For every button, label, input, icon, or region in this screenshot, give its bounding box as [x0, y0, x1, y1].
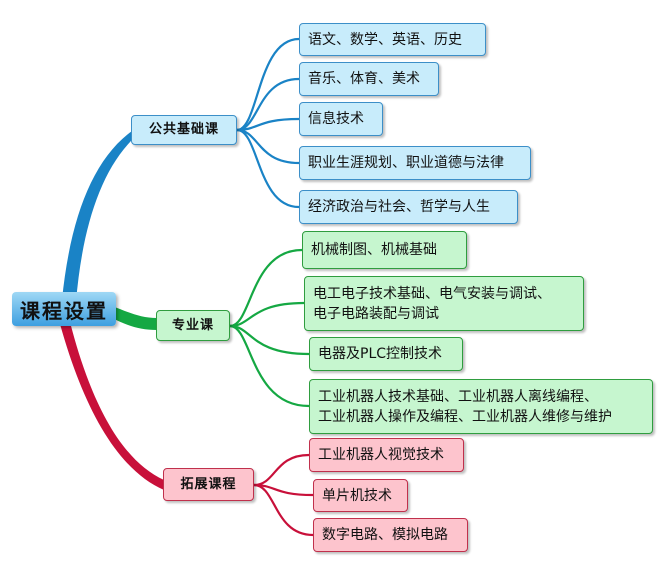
topic-node[interactable]: 机械制图、机械基础 — [302, 231, 467, 269]
trunk-blue — [62, 131, 135, 302]
topic-text: 工业机器人视觉技术 — [318, 447, 444, 463]
connector-line — [228, 324, 311, 356]
topic-text: 信息技术 — [308, 111, 364, 127]
topic-node[interactable]: 单片机技术 — [313, 479, 408, 512]
connector-line — [228, 248, 304, 328]
branch-professional[interactable]: 专业课 — [156, 310, 230, 341]
connector-line — [228, 301, 306, 328]
connector-line — [252, 483, 315, 537]
topic-node[interactable]: 电工电子技术基础、电气安装与调试、 电子电路装配与调试 — [304, 276, 584, 331]
connector-line — [235, 77, 301, 132]
trunk-green — [112, 306, 157, 330]
topic-node[interactable]: 工业机器人技术基础、工业机器人离线编程、 工业机器人操作及编程、工业机器人维修与… — [309, 379, 653, 434]
topic-text: 电器及PLC控制技术 — [318, 346, 443, 362]
topic-text: 经济政治与社会、哲学与人生 — [308, 199, 490, 215]
topic-node[interactable]: 语文、数学、英语、历史 — [299, 23, 486, 56]
trunk-pink — [60, 322, 164, 490]
root-label: 课程设置 — [20, 298, 108, 323]
topic-text: 数字电路、模拟电路 — [322, 527, 448, 543]
topic-text: 音乐、体育、美术 — [308, 71, 420, 87]
connector-line — [235, 37, 301, 132]
topic-text: 语文、数学、英语、历史 — [308, 31, 462, 48]
connector-line — [252, 483, 315, 497]
connector-line — [252, 453, 311, 487]
topic-text: 机械制图、机械基础 — [311, 242, 437, 258]
topic-text: 电工电子技术基础、电气安装与调试、 — [313, 285, 551, 302]
topic-text: 电子电路装配与调试 — [313, 305, 439, 322]
topic-text: 职业生涯规划、职业道德与法律 — [308, 155, 504, 171]
branch-label: 公共基础课 — [148, 122, 219, 137]
branch-label: 专业课 — [171, 317, 214, 333]
topic-node[interactable]: 信息技术 — [299, 102, 383, 136]
topic-node[interactable]: 工业机器人视觉技术 — [309, 438, 464, 472]
topic-text: 工业机器人操作及编程、工业机器人维修与维护 — [318, 408, 612, 425]
topic-node[interactable]: 电器及PLC控制技术 — [309, 337, 463, 371]
branch-public-basic[interactable]: 公共基础课 — [131, 115, 237, 145]
connector-line — [228, 324, 311, 408]
branch-label: 拓展课程 — [180, 476, 237, 492]
topic-node[interactable]: 经济政治与社会、哲学与人生 — [299, 190, 518, 224]
root-node[interactable]: 课程设置 — [12, 292, 116, 326]
topic-node[interactable]: 数字电路、模拟电路 — [313, 518, 468, 552]
connector-line — [235, 128, 301, 209]
topic-node[interactable]: 职业生涯规划、职业道德与法律 — [299, 146, 531, 180]
branch-extension[interactable]: 拓展课程 — [163, 468, 254, 501]
topic-node[interactable]: 音乐、体育、美术 — [299, 62, 439, 96]
topic-text: 单片机技术 — [322, 487, 392, 504]
topic-text: 工业机器人技术基础、工业机器人离线编程、 — [318, 388, 598, 405]
